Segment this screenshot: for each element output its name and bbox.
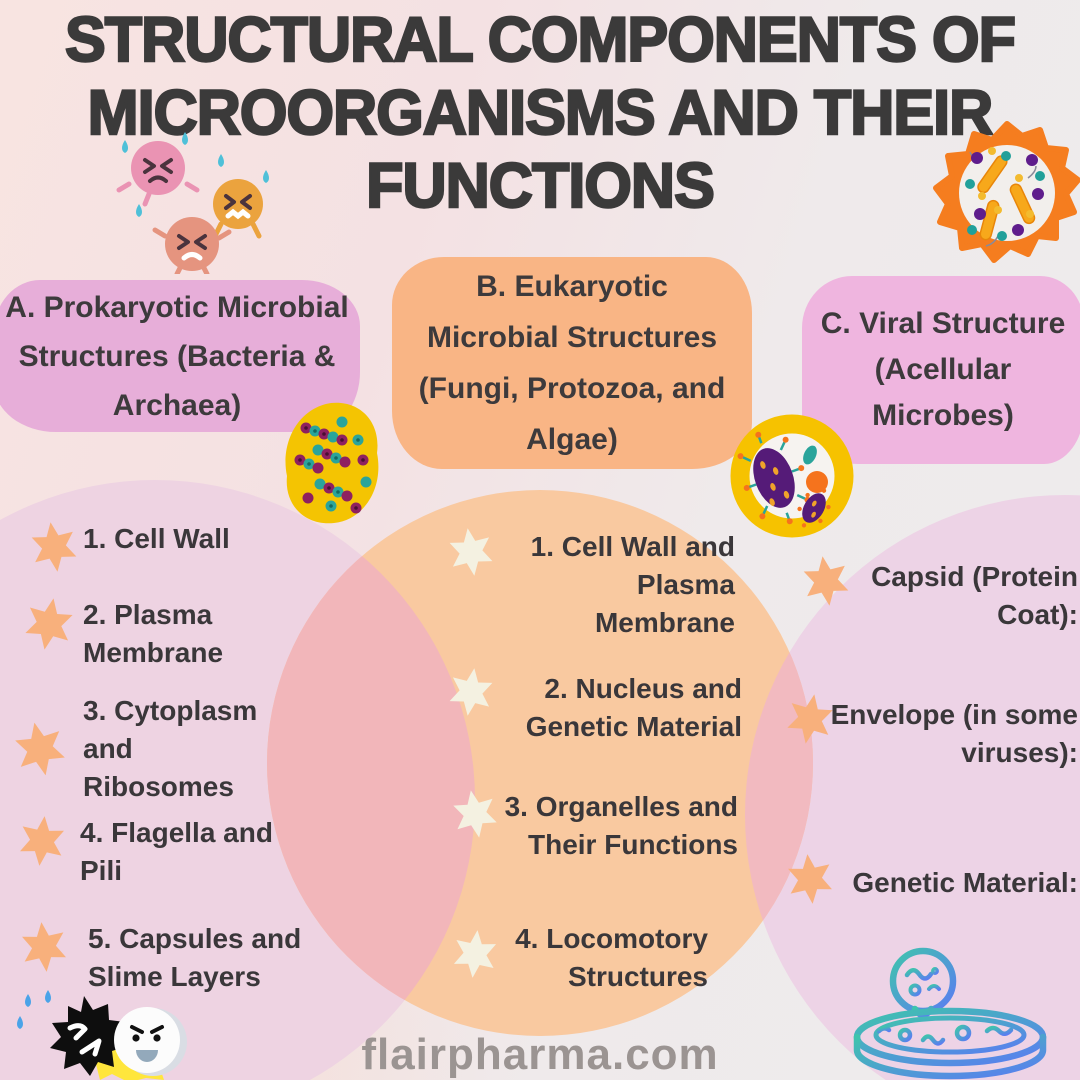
- virus-item: Capsid (Protein Coat):: [871, 561, 1078, 630]
- title-line: FUNCTIONS: [365, 150, 716, 222]
- prokaryote-item: 4. Flagella and Pili: [80, 817, 273, 886]
- virus-blob-icon: [933, 121, 1080, 263]
- prokaryote-item: 5. Capsules and Slime Layers: [88, 923, 302, 992]
- title-line: MICROORGANISMS AND THEIR: [86, 77, 994, 149]
- section-b-heading: B. Eukaryotic Microbial Structures (Fung…: [392, 257, 752, 469]
- white-cell: [114, 1007, 180, 1073]
- germ-burst: [50, 996, 128, 1076]
- eukaryote-item: 2. Nucleus and Genetic Material: [525, 673, 742, 742]
- infected-cell-icon: [730, 414, 854, 538]
- eukaryote-item: 4. Locomotory Structures: [515, 923, 708, 992]
- page-title: STRUCTURAL COMPONENTS OF MICROORGANISMS …: [16, 4, 1064, 223]
- bacteria-colony-icon: [285, 402, 379, 524]
- section-a-heading: A. Prokaryotic Microbial Structures (Bac…: [0, 280, 360, 432]
- prokaryote-item: 1. Cell Wall: [83, 523, 230, 554]
- virus-item: Envelope (in some viruses):: [830, 699, 1078, 768]
- cell-vs-germ-fight-icon: [17, 990, 187, 1080]
- left-overlap-lens: [267, 490, 475, 1036]
- worried-germs-icon: [116, 132, 269, 274]
- virus-item: Genetic Material:: [852, 867, 1078, 898]
- prokaryote-item: 3. Cytoplasm and Ribosomes: [83, 695, 258, 802]
- eukaryote-item: 3. Organelles and Their Functions: [504, 791, 738, 860]
- section-c-heading: C. Viral Structure (Acellular Microbes): [802, 276, 1080, 464]
- website-footer: flairpharma.com: [361, 1030, 719, 1079]
- right-circle: [745, 495, 1080, 1080]
- petri-dish-icon: [853, 947, 1047, 1080]
- title-line: STRUCTURAL COMPONENTS OF: [64, 4, 1017, 76]
- eukaryote-item: 1. Cell Wall and Plasma Membrane: [530, 531, 735, 638]
- prokaryote-item: 2. Plasma Membrane: [83, 599, 224, 668]
